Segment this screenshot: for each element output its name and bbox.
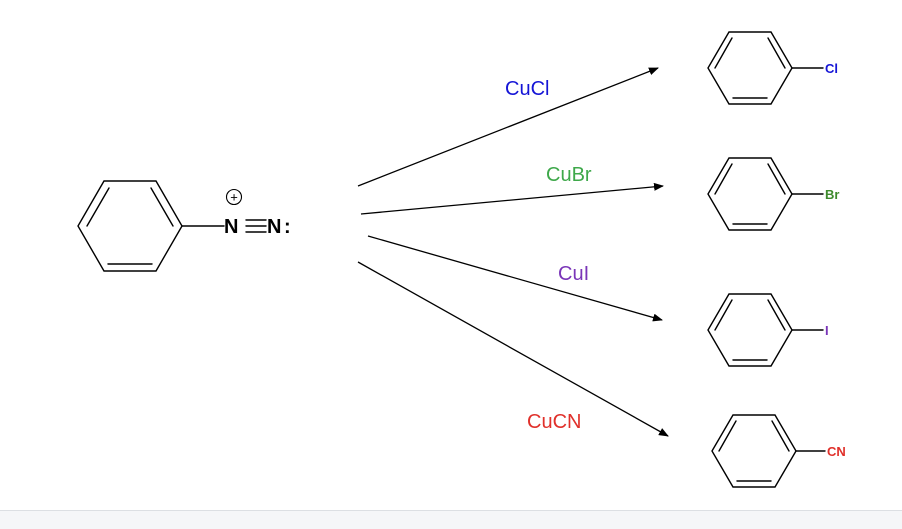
reagent-cucn: CuCN — [527, 411, 581, 433]
substituent-cl: Cl — [825, 61, 838, 76]
substituent-cn: CN — [827, 444, 846, 459]
arrow-cubr — [360, 182, 664, 215]
product-benzene-ring — [707, 157, 793, 231]
substituent-i: I — [825, 323, 829, 338]
benzenediazonium: + N N : — [77, 180, 291, 272]
triple-bond — [245, 219, 267, 233]
reagent-cui: CuI — [558, 263, 589, 285]
substituent-br: Br — [825, 187, 839, 202]
arrow-cucn — [357, 261, 669, 437]
product-chlorobenzene: Cl — [707, 31, 838, 105]
positive-charge-icon — [225, 188, 243, 206]
charge-symbol: + — [230, 190, 238, 205]
footer-bar — [0, 510, 902, 529]
sandmeyer-reaction-diagram: + N N : CuCl CuBr CuI CuCN Cl — [77, 31, 846, 488]
nitrogen-2: N — [267, 216, 281, 238]
product-benzene-ring — [707, 31, 793, 105]
product-iodobenzene: I — [707, 293, 829, 367]
product-benzonitrile: CN — [711, 414, 846, 488]
reaction-arrows — [357, 67, 669, 437]
arrow-cucl — [357, 67, 659, 187]
lone-pair: : — [284, 216, 291, 238]
reagent-cubr: CuBr — [546, 164, 592, 186]
arrow-cui — [367, 235, 663, 322]
reagent-cucl: CuCl — [505, 78, 549, 100]
product-benzene-ring — [711, 414, 797, 488]
product-bromobenzene: Br — [707, 157, 839, 231]
nitrogen-1: N — [224, 216, 238, 238]
reactant-benzene-ring — [77, 180, 183, 272]
product-benzene-ring — [707, 293, 793, 367]
